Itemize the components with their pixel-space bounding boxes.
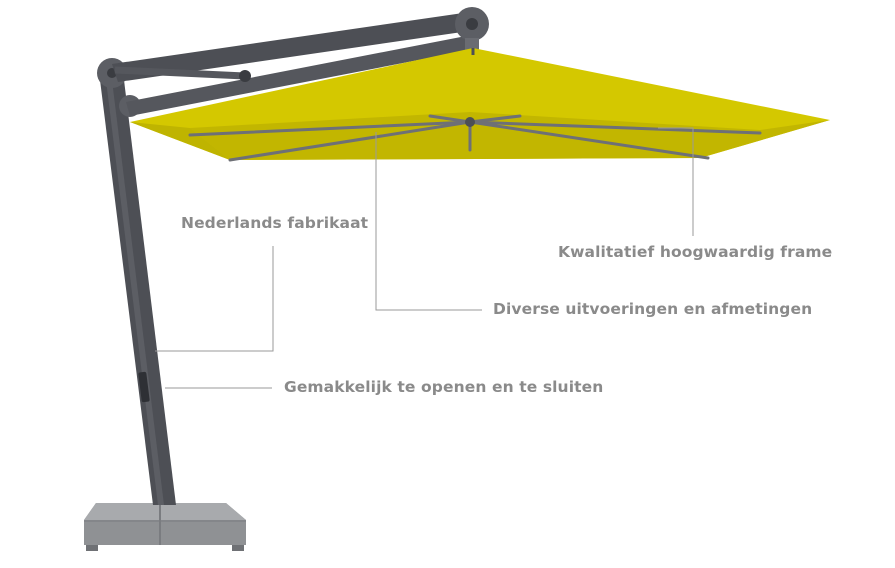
parasol-canopy [130,48,830,160]
canopy-ribs [188,114,762,162]
feature-label-made-in-nl: Nederlands fabrikaat [181,214,369,232]
feature-label-variants: Diverse uitvoeringen en afmetingen [493,300,813,318]
feature-label-quality-frame: Kwalitatief hoogwaardig frame [558,243,833,261]
callout-lines [155,127,694,389]
callout-line-dv [375,132,482,311]
parasol-base [84,503,246,551]
feature-label-easy-open: Gemakkelijk te openen en te sluiten [284,378,604,396]
parasol-arm [112,7,489,116]
callout-line-kw [658,127,694,236]
callout-line-nl [155,246,274,352]
